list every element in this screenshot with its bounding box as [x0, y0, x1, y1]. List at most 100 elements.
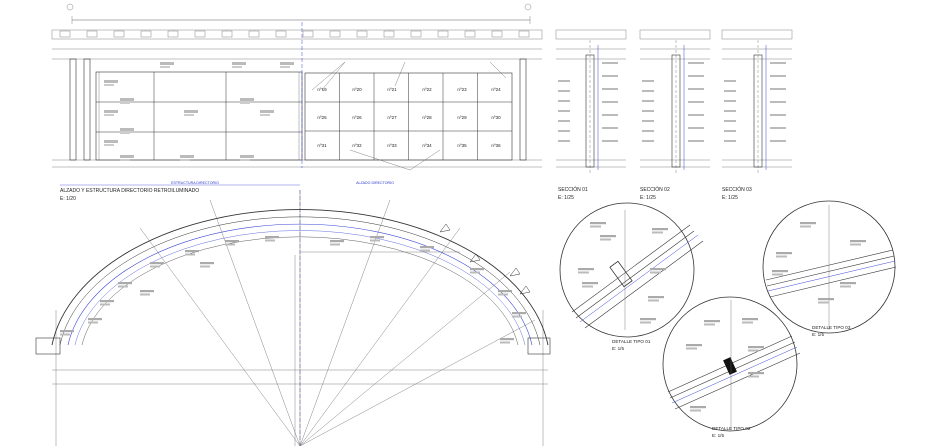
cell-label: nº30 [491, 115, 501, 120]
cell-label: nº25 [317, 115, 327, 120]
ceiling-mark [221, 30, 233, 38]
annotation-mark [558, 90, 570, 92]
annotation-mark [602, 140, 618, 142]
annotation-mark [185, 250, 199, 253]
annotation-mark [602, 75, 618, 77]
directory-label: ALZADO DIRECTORIO [356, 181, 394, 185]
annotation-mark [104, 114, 114, 116]
cell-numbers: nº19 nº20 nº21 nº22 nº23 nº24 nº25 nº26 … [317, 87, 501, 148]
annotation-mark [724, 110, 736, 112]
annotation-mark [650, 271, 661, 274]
annotation-mark [280, 62, 294, 65]
annotation-mark [640, 321, 651, 324]
annotation-mark [704, 323, 715, 326]
annotation-mark [602, 127, 618, 129]
annotation-mark [120, 98, 134, 101]
annotation-mark [642, 90, 654, 92]
section-title: SECCIÓN 03 [722, 186, 752, 193]
annotation-mark [704, 320, 720, 323]
cell-label: nº33 [387, 143, 397, 148]
cell-label: nº22 [422, 87, 432, 92]
cell-label: nº28 [422, 115, 432, 120]
cell-label: nº35 [457, 143, 467, 148]
annotation-mark [100, 303, 110, 306]
annotation-mark [60, 330, 74, 333]
section-ceiling [639, 29, 711, 40]
annotation-mark [850, 240, 866, 243]
cell-label: nº19 [317, 87, 327, 92]
annotation-mark [88, 321, 98, 324]
cell-label: nº29 [457, 115, 467, 120]
annotation-mark [742, 321, 753, 324]
annotation-mark [650, 268, 666, 271]
annotation-mark [590, 225, 601, 228]
annotation-mark [770, 114, 786, 116]
section-ceiling [555, 29, 627, 40]
annotation-mark [160, 62, 174, 65]
annotation-mark [498, 293, 508, 296]
annotation-mark [688, 88, 704, 90]
elevation-drawing [51, 3, 543, 171]
ceiling-mark [464, 30, 476, 38]
ceiling-mark [302, 30, 314, 38]
ceiling-mark [113, 30, 125, 38]
annotation-mark [642, 100, 654, 102]
cell-label: nº20 [352, 87, 362, 92]
cell-label: nº27 [387, 115, 397, 120]
annotation-mark [558, 140, 570, 142]
cell-label: nº36 [491, 143, 501, 148]
annotation-mark [265, 239, 275, 242]
annotation-mark [120, 102, 130, 104]
annotation-mark [724, 90, 736, 92]
detail-circle-03 [762, 200, 897, 334]
annotation-mark [818, 298, 834, 301]
annotation-mark [748, 375, 759, 378]
annotation-mark [840, 282, 856, 285]
annotation-mark [590, 222, 606, 225]
annotation-mark [652, 228, 668, 231]
annotation-mark [648, 299, 659, 302]
annotation-mark [104, 84, 114, 86]
annotation-mark [582, 285, 593, 288]
annotation-mark [160, 66, 170, 68]
detail-circle-02 [662, 296, 801, 432]
section-scale: E: 1/25 [722, 195, 738, 201]
annotation-mark [688, 140, 704, 142]
annotation-mark [260, 110, 274, 113]
annotation-mark [800, 225, 811, 228]
elevation-scale: E: 1/20 [60, 196, 76, 202]
section-marker [519, 285, 531, 295]
detail-scale: E: 1/5 [712, 433, 724, 438]
annotation-mark [748, 346, 764, 349]
annotation-mark [265, 236, 279, 239]
ceiling-mark [329, 30, 341, 38]
annotation-mark [648, 296, 664, 299]
annotation-mark [232, 66, 242, 68]
annotation-mark [420, 249, 430, 252]
annotation-mark [642, 80, 654, 82]
annotation-mark [184, 114, 194, 116]
annotation-mark [800, 222, 816, 225]
ceiling-mark [275, 30, 287, 38]
annotation-mark [118, 285, 128, 288]
annotation-mark [140, 293, 150, 296]
annotation-mark [776, 255, 787, 258]
ceiling-mark [86, 30, 98, 38]
annotation-mark [184, 110, 198, 113]
annotation-mark [642, 140, 654, 142]
ceiling-mark [140, 30, 152, 38]
annotation-mark [642, 110, 654, 112]
annotation-mark [688, 62, 704, 64]
annotation-mark [500, 338, 514, 341]
annotation-mark [120, 132, 130, 134]
ceiling-mark [194, 30, 206, 38]
annotation-mark [748, 372, 764, 375]
structure-label: ESTRUCTURA DIRECTORIO [171, 181, 219, 185]
cell-label: nº32 [352, 143, 362, 148]
ceiling-mark [383, 30, 395, 38]
section-title: SECCIÓN 02 [640, 186, 670, 193]
annotation-mark [688, 101, 704, 103]
section-marker [469, 253, 481, 263]
annotation-mark [180, 159, 190, 161]
